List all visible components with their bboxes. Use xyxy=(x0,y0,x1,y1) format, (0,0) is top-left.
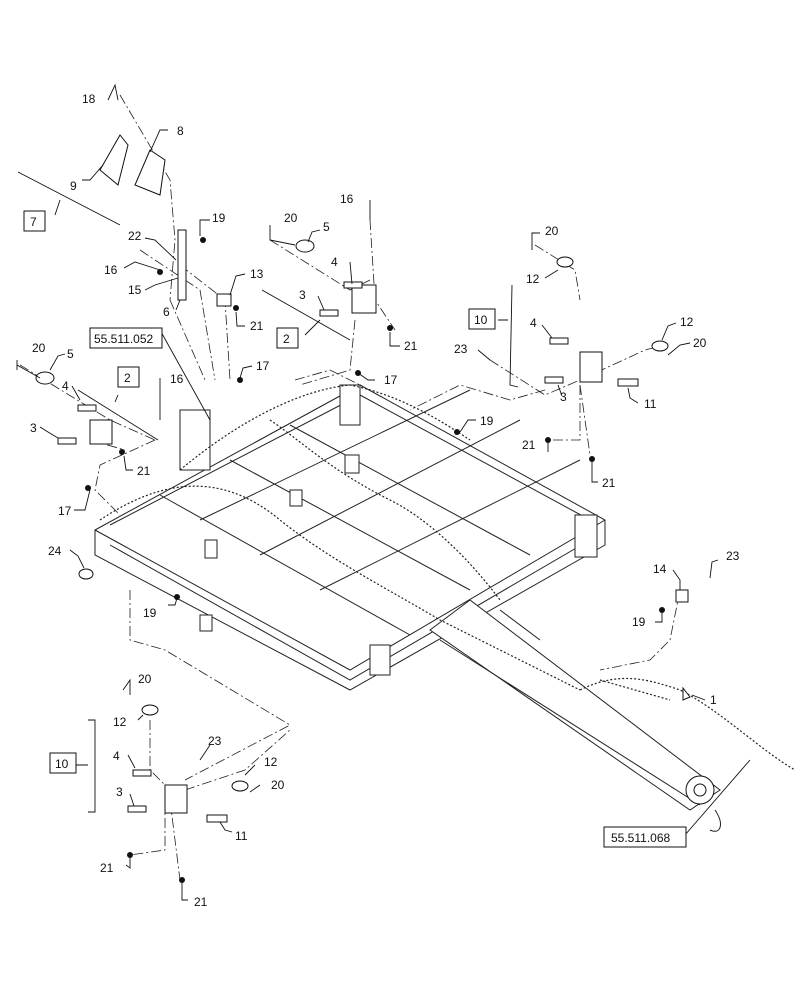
callout: 17 xyxy=(58,504,72,518)
clip-13 xyxy=(216,293,232,307)
callout: 4 xyxy=(113,749,120,763)
bracket-9 xyxy=(99,134,129,186)
callout: 5 xyxy=(323,220,330,234)
reflector-3r xyxy=(544,376,564,384)
tag-1 xyxy=(682,686,691,701)
bracket-8 xyxy=(134,149,166,196)
callout: 19 xyxy=(143,606,157,620)
callout: 11 xyxy=(235,829,248,843)
callout: 21 xyxy=(522,438,536,452)
reflector-3b xyxy=(57,437,77,445)
callout: 9 xyxy=(70,179,77,193)
lamp-24 xyxy=(78,568,94,580)
callout: 17 xyxy=(384,373,398,387)
callout: 8 xyxy=(177,124,184,138)
callout: 5 xyxy=(67,347,74,361)
callout: 19 xyxy=(480,414,494,428)
callout: 18 xyxy=(82,92,96,106)
callout: 12 xyxy=(113,715,127,729)
callout: 1 xyxy=(710,693,717,707)
leader-lines xyxy=(16,83,751,901)
reflector-4a xyxy=(343,281,363,289)
callout: 20 xyxy=(284,211,298,225)
callout: 19 xyxy=(632,615,646,629)
lamp-5-left xyxy=(35,371,55,385)
callout: 23 xyxy=(208,734,222,748)
callout: 12 xyxy=(526,272,540,286)
callout: 3 xyxy=(30,421,37,435)
callout: 16 xyxy=(170,372,184,386)
callout: 21 xyxy=(194,895,208,909)
callout: 21 xyxy=(404,339,418,353)
mount-bracket-bottom xyxy=(164,784,188,814)
callout: 14 xyxy=(653,562,667,576)
clip-14 xyxy=(675,589,689,603)
callout: 20 xyxy=(138,672,152,686)
callout: 20 xyxy=(693,336,707,350)
lamp-5-top xyxy=(295,239,315,253)
reflector-4b xyxy=(77,404,97,412)
reflector-4r xyxy=(549,337,569,345)
callout: 13 xyxy=(250,267,264,281)
callout: 21 xyxy=(602,476,616,490)
callout: 4 xyxy=(331,255,338,269)
callout: 15 xyxy=(128,283,142,297)
boxed-callout-10: 10 xyxy=(474,313,488,327)
mount-bracket-left xyxy=(89,419,113,445)
callout: 16 xyxy=(340,192,354,206)
boxed-callouts: 7 2 2 10 10 55.511.052 55.511.068 xyxy=(23,210,687,848)
callout: 16 xyxy=(104,263,118,277)
lamp-12-b xyxy=(231,780,249,792)
callout: 3 xyxy=(560,390,567,404)
boxed-callout-10: 10 xyxy=(55,757,69,771)
reflector-3bot xyxy=(127,805,147,813)
callout: 21 xyxy=(100,861,114,875)
wire-harness xyxy=(99,384,796,771)
callout: 11 xyxy=(644,397,657,411)
callout: 4 xyxy=(62,379,69,393)
lamp-12-r-top xyxy=(556,256,574,268)
callout: 21 xyxy=(250,319,264,333)
reflector-11r xyxy=(617,378,639,387)
reference-label-top: 55.511.052 xyxy=(94,332,153,346)
callout: 20 xyxy=(545,224,559,238)
lamp-12-r xyxy=(651,340,669,352)
reflector-4bot xyxy=(132,769,152,777)
reflector-11bot xyxy=(206,814,228,823)
reflector-3a xyxy=(319,309,339,317)
callout: 3 xyxy=(299,288,306,302)
callout: 19 xyxy=(212,211,226,225)
callout: 12 xyxy=(264,755,278,769)
lamp-12-b-top xyxy=(141,704,159,716)
callout: 20 xyxy=(271,778,285,792)
boxed-callout-2: 2 xyxy=(283,332,290,346)
callout: 17 xyxy=(256,359,270,373)
parts xyxy=(35,134,691,883)
callout: 4 xyxy=(530,316,537,330)
boxed-callout-2: 2 xyxy=(124,371,131,385)
boxed-callout-7: 7 xyxy=(30,215,37,229)
callout: 12 xyxy=(680,315,694,329)
callout: 24 xyxy=(48,544,62,558)
callout: 20 xyxy=(32,341,46,355)
callout: 6 xyxy=(163,305,170,319)
callout: 21 xyxy=(137,464,151,478)
callout: 23 xyxy=(726,549,740,563)
reference-label-bottom: 55.511.068 xyxy=(611,831,670,845)
callout: 23 xyxy=(454,342,468,356)
callout: 22 xyxy=(128,229,142,243)
mount-bracket-right xyxy=(579,351,603,383)
callout: 3 xyxy=(116,785,123,799)
callout-numbers: 18 8 9 19 22 16 15 6 13 21 20 5 16 4 3 2… xyxy=(30,92,740,909)
main-frame xyxy=(94,384,721,832)
mount-bracket-top xyxy=(351,284,377,314)
bracket-6 xyxy=(177,229,187,301)
